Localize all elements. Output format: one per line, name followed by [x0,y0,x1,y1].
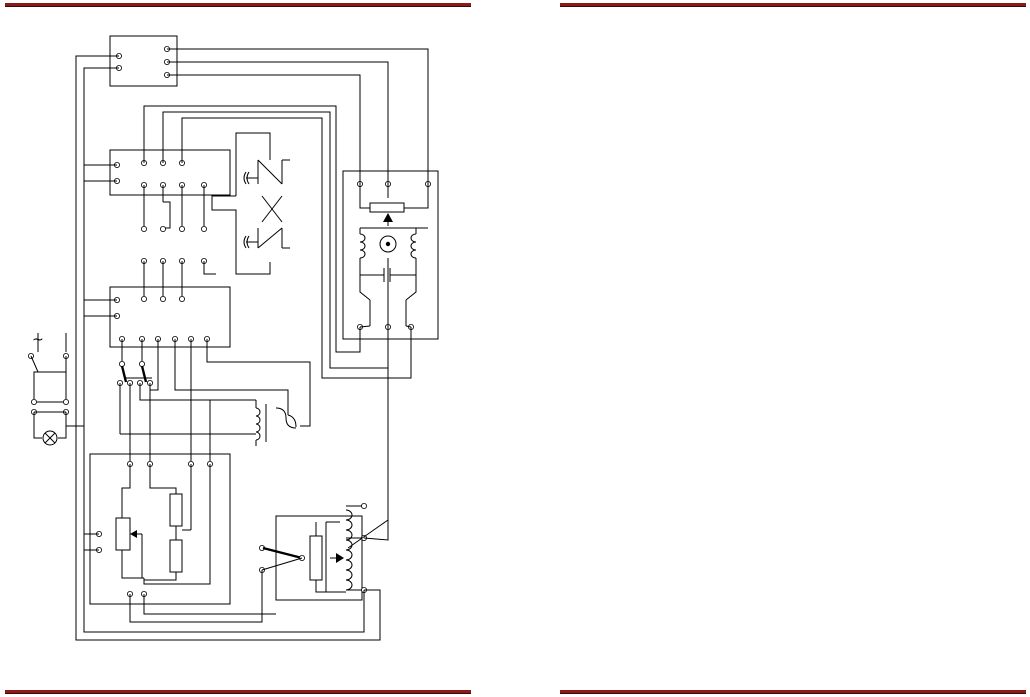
bottom-rule-left [5,690,471,694]
motor-icon [385,241,391,247]
top-rule-right [560,3,1026,7]
bottom-rule-right [560,690,1026,694]
top-rule-left [5,3,471,7]
motor-unit [342,170,439,340]
supply-panel: ~ [27,332,84,446]
relay-block-upper [109,149,231,298]
interlock-contacts [211,132,290,275]
small-transformer [120,399,297,446]
left-bus-wires [75,55,381,641]
top-routing-wires [143,48,429,549]
variac [258,502,367,601]
selector-switch [117,339,311,462]
relay-block-lower [109,286,231,348]
resistor-module [89,453,231,605]
top-module [109,35,178,87]
